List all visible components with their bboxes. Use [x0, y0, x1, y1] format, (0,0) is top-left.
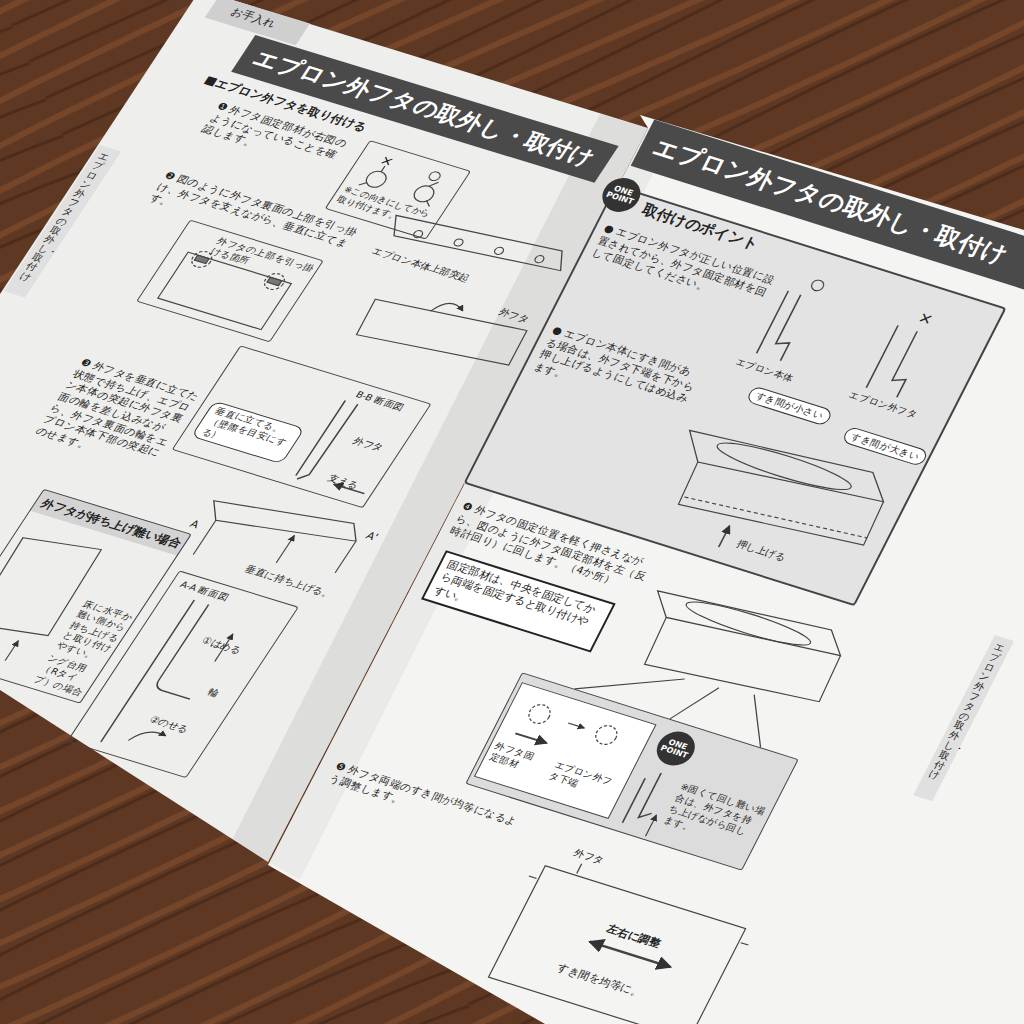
box-heading: すき間が大きい	[849, 431, 921, 463]
section-profile	[294, 400, 358, 481]
lift-arrow	[0, 632, 18, 661]
mark-symbol: ×	[377, 151, 398, 170]
bathtub-apron	[643, 603, 843, 717]
bathtub-basin	[682, 595, 815, 652]
bathtub-basin	[712, 436, 856, 498]
hook	[194, 255, 209, 264]
apron-knob	[493, 246, 505, 255]
step-arrow	[568, 723, 584, 728]
place-arrow	[128, 726, 166, 749]
step-text: ❸ 外フタを垂直に立てた状態で持ち上げ、エプロン本体の突起に外フタ裏面の輪を差し…	[33, 356, 205, 472]
part-name: 外フタ	[572, 846, 607, 867]
push-arrow	[719, 526, 730, 547]
fixing-part	[363, 169, 390, 189]
hook-mark	[261, 271, 288, 291]
section-panel: B-B 断面図垂直に立てる。（壁際を目安にする）	[172, 345, 432, 508]
gap-bubble: すき間が小さい	[745, 385, 833, 427]
panel-heading-ground	[29, 489, 191, 556]
line-illustration	[405, 278, 1024, 1024]
part-name: エプロン本体上部突起	[370, 245, 473, 285]
good-fit-profile	[757, 291, 813, 361]
action-label: すき間を均等に。	[554, 962, 644, 1001]
box-text: 床に水平か難い側から持ち上げると取り付けやすい。	[53, 599, 137, 666]
fixing-part	[410, 184, 437, 204]
rotate-arrow	[431, 299, 466, 319]
turn-arrow	[515, 733, 546, 743]
section-mark: A'	[363, 530, 381, 545]
leader-line	[577, 864, 582, 874]
part-name: 外フタ	[350, 434, 386, 454]
bathtub-rim	[647, 578, 850, 670]
lift-arrow	[646, 815, 657, 836]
apron-knob	[412, 230, 424, 239]
side-tab-ground	[4, 145, 121, 298]
action-label: 支える	[326, 472, 362, 492]
apron-knob	[453, 238, 465, 247]
part-name: 輪	[205, 686, 222, 700]
one-point-panel: ※固くて回し難い場合は、外フタを持ち上げながら回します。 ONE POINT	[465, 672, 798, 870]
box-heading: B-B 断面図	[353, 389, 407, 414]
action-label: 垂直に持ち上げる。	[243, 563, 336, 600]
gap-bubble: すき間が大きい	[841, 426, 929, 468]
apron-knob	[533, 255, 545, 264]
box-heading: ※固くて回し難い場合は、外フタを持ち上げながら回します。	[661, 781, 767, 851]
outer-cover	[353, 287, 531, 379]
hook	[267, 277, 282, 286]
action-label: ①はめる	[199, 634, 243, 656]
note-bubble: 垂直に立てる。（壁際を目安にする）	[191, 401, 305, 465]
fixing-part	[418, 180, 444, 206]
side-tab-ground	[913, 635, 1014, 801]
section-mark: A	[187, 518, 202, 532]
fixing-part	[525, 702, 553, 726]
mark-symbol: ○	[424, 166, 446, 185]
action-label: 左右に調整	[604, 922, 663, 951]
panel-ground	[465, 672, 798, 870]
part-name: 外フタ	[496, 305, 532, 325]
box-heading: 垂直に立てる。（壁際を目安にする）	[199, 405, 297, 460]
box-heading: ONE POINT	[600, 182, 642, 208]
detail-inset	[475, 683, 656, 819]
cover-edge	[684, 483, 867, 552]
one-point-badge: ONE POINT	[650, 727, 701, 770]
box-heading: すき間が小さい	[753, 390, 825, 422]
bad-fit-profile	[866, 325, 928, 397]
section-panel: A-A 断面図	[67, 570, 299, 778]
box-heading: A-A 断面図	[177, 579, 231, 604]
lift-arrow	[276, 535, 294, 563]
box-heading: 外フタが持ち上げ難い場合	[38, 497, 188, 553]
box-heading: ONE POINT	[655, 736, 697, 762]
box-text: ● エプロン本体にすき間がある場合は、外フタ下端を下から押し上げるようにしてはめ…	[531, 323, 704, 418]
fixing-part	[592, 723, 620, 747]
tip-panel: 外フタが持ち上げ難い場合床に水平か難い側から持ち上げると取り付けやすい。ング台用…	[0, 489, 192, 704]
outer-cover	[489, 866, 746, 1024]
bathtub-apron	[677, 446, 886, 560]
